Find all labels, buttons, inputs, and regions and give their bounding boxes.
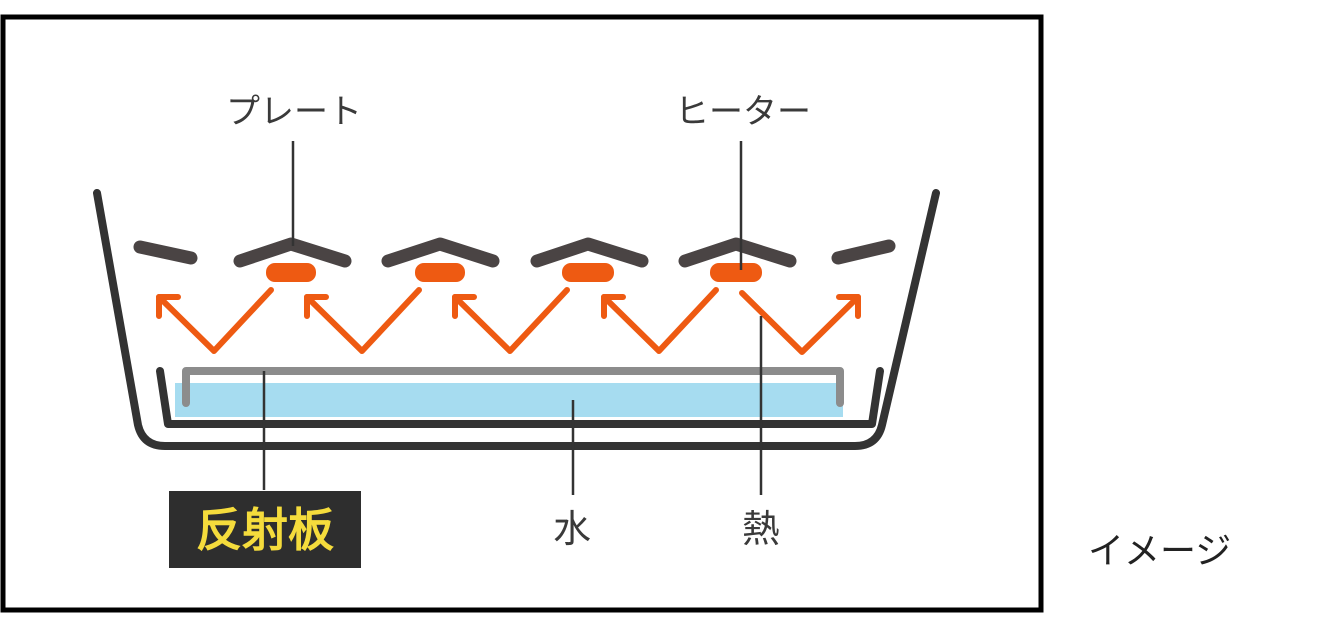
plates bbox=[133, 237, 896, 268]
plate-segment bbox=[381, 237, 500, 268]
reflector-label: 反射板 bbox=[196, 503, 334, 557]
outer-pot bbox=[93, 189, 940, 450]
heat-arrow-head bbox=[156, 294, 181, 319]
heat-arrow bbox=[156, 287, 274, 354]
reflector-label-box bbox=[169, 491, 361, 568]
image-caption: イメージ bbox=[1088, 531, 1231, 572]
plate-segment bbox=[133, 240, 198, 265]
heat-arrow-head bbox=[452, 294, 477, 319]
heater-element bbox=[266, 263, 316, 282]
plate-segment bbox=[530, 237, 649, 268]
plate-segment bbox=[678, 237, 797, 268]
heater-element bbox=[710, 263, 762, 282]
water-label: 水 bbox=[553, 507, 591, 551]
heat-arrow-head bbox=[836, 294, 861, 319]
plate-segment bbox=[831, 239, 896, 265]
inner-pan bbox=[156, 367, 884, 428]
heat-arrow bbox=[304, 287, 422, 354]
water-area bbox=[175, 383, 843, 417]
heater-element bbox=[415, 263, 465, 282]
heat-arrow bbox=[601, 287, 719, 354]
heat-arrow bbox=[452, 287, 570, 354]
heater-element bbox=[562, 263, 614, 282]
heat-arrows bbox=[156, 287, 861, 355]
heater-label: ヒーター bbox=[675, 92, 811, 132]
heat-arrow-head bbox=[601, 294, 626, 319]
plate-label: プレート bbox=[226, 92, 362, 132]
heat-label: 熱 bbox=[742, 507, 780, 551]
heat-arrow bbox=[739, 290, 861, 355]
heaters bbox=[266, 263, 762, 282]
heat-arrow-head bbox=[304, 294, 329, 319]
reflector-plate bbox=[182, 367, 844, 407]
leader-lines bbox=[262, 141, 763, 495]
plate-segment bbox=[233, 237, 352, 268]
